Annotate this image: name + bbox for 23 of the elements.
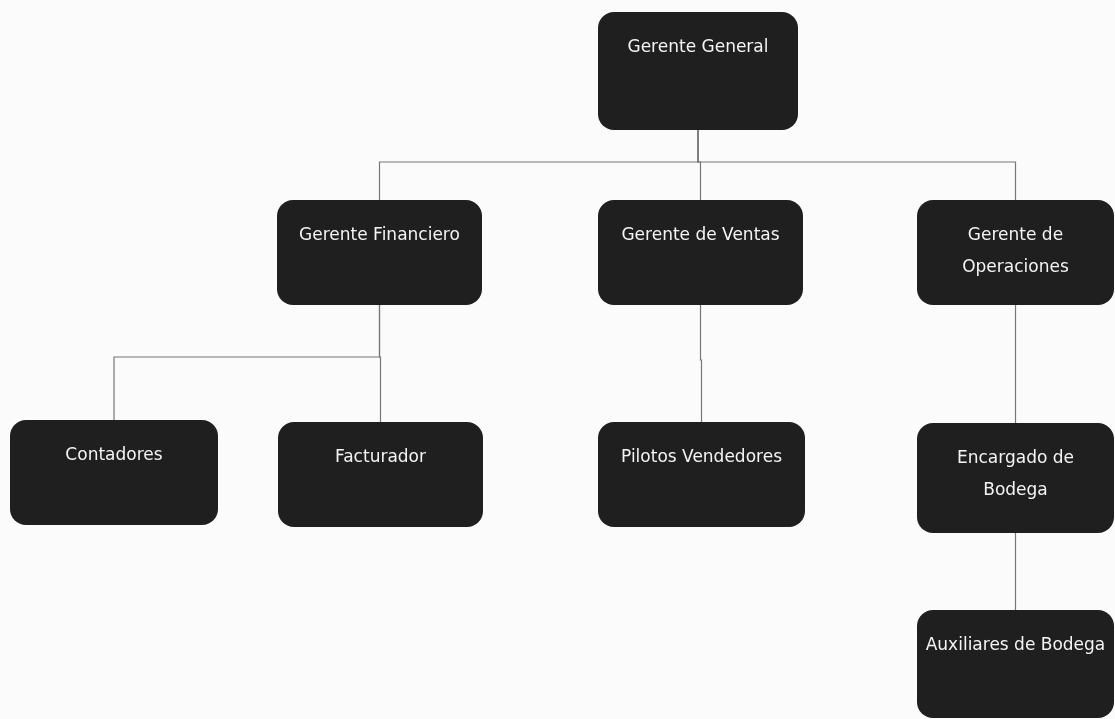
connector-line xyxy=(1014,304,1017,424)
position-title: Gerente de Operaciones xyxy=(961,223,1070,278)
position-title: Auxiliares de Bodega xyxy=(924,633,1107,656)
position-title: Pilotos Vendedores xyxy=(620,445,783,468)
position-title: Gerente General xyxy=(626,35,770,58)
position-box xyxy=(917,423,1114,533)
position-box xyxy=(598,200,803,305)
position-title: Facturador xyxy=(334,445,427,468)
position-box xyxy=(10,420,218,525)
connector-line xyxy=(697,129,1017,201)
position-title: Contadores xyxy=(64,443,164,466)
connector-line xyxy=(699,304,703,423)
position-title: Encargado de Bodega xyxy=(956,446,1075,501)
position-title: Gerente Financiero xyxy=(298,223,461,246)
position-box xyxy=(598,12,798,130)
position-box xyxy=(278,422,483,527)
connector-line xyxy=(378,304,382,423)
position-box xyxy=(917,200,1114,305)
position-box xyxy=(598,422,805,527)
position-title: Gerente de Ventas xyxy=(620,223,781,246)
position-box xyxy=(277,200,482,305)
connector-line xyxy=(1014,532,1017,611)
position-box xyxy=(917,610,1114,718)
